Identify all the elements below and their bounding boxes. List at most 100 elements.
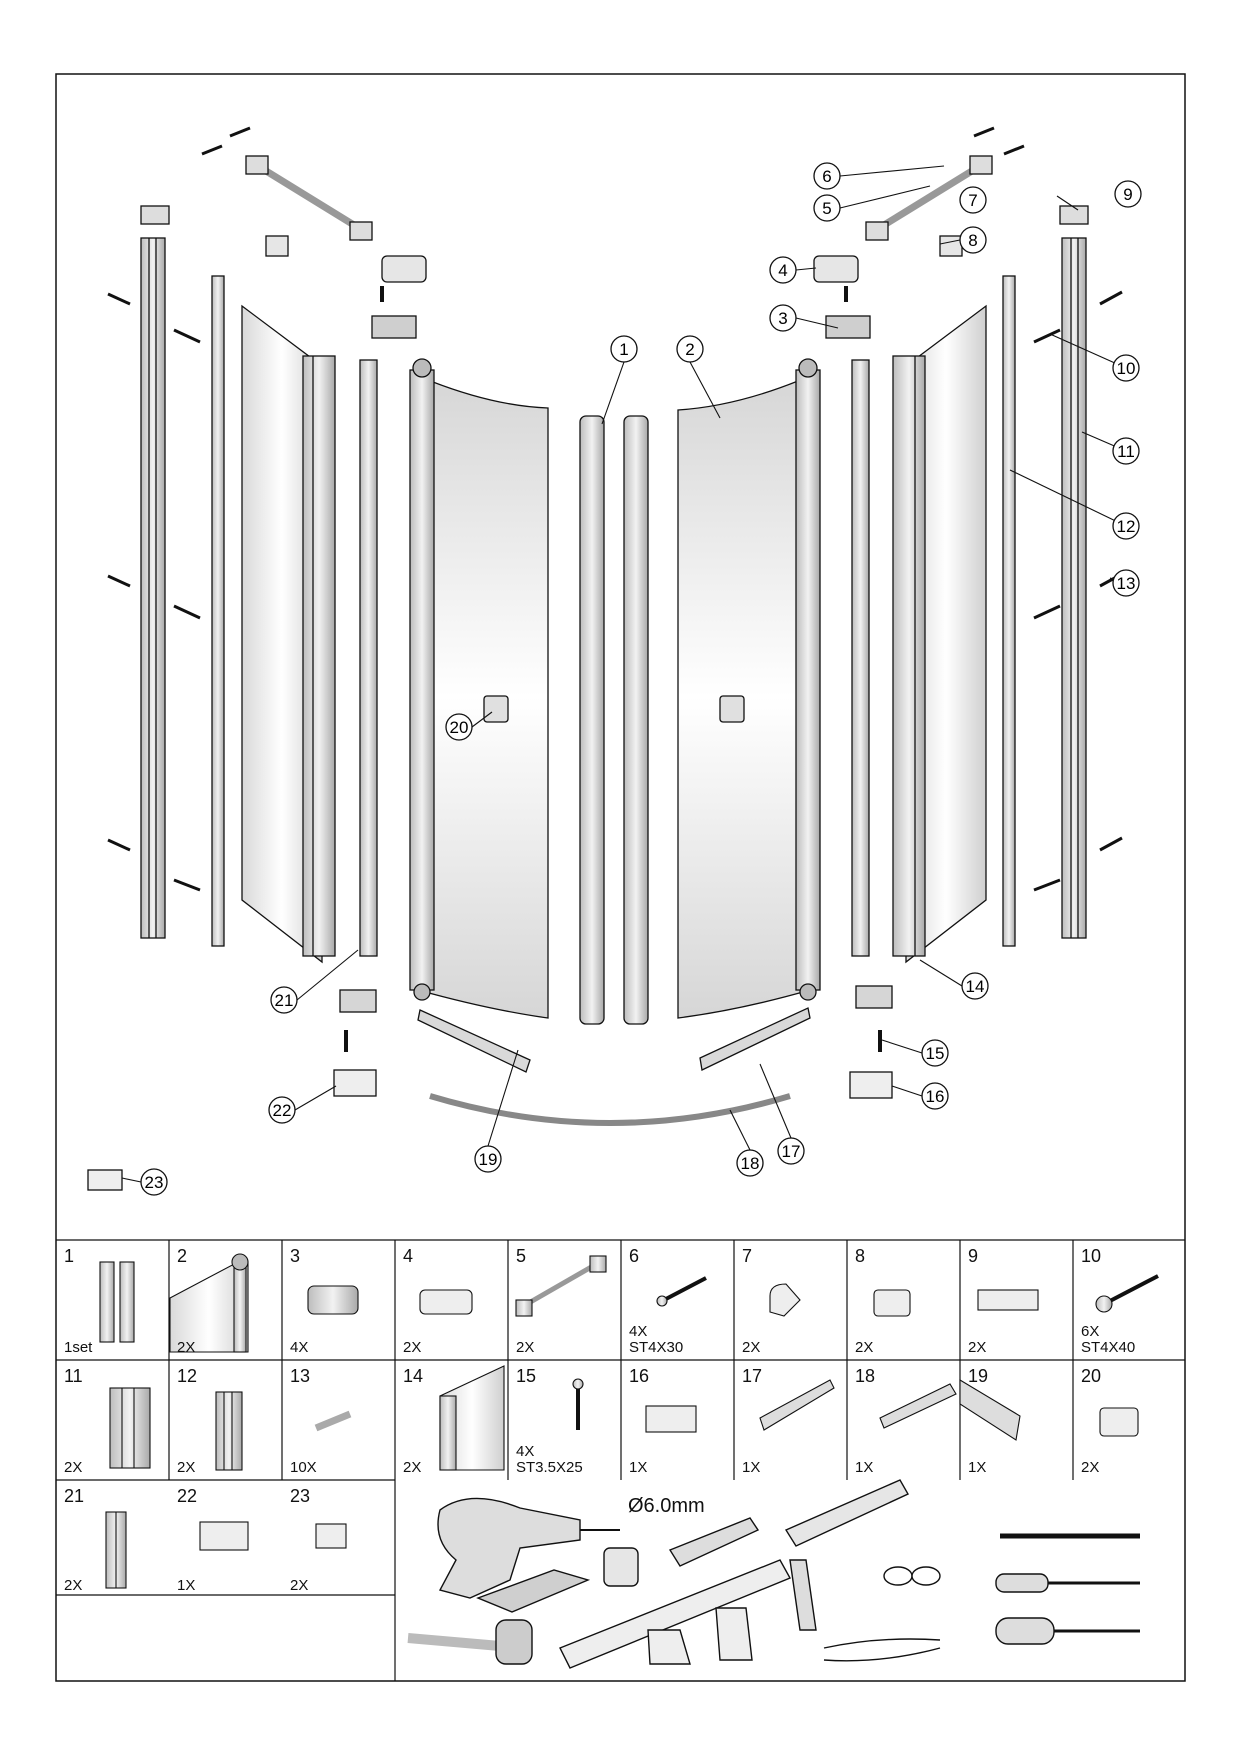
safety-boot-icon — [647, 1629, 691, 1665]
part-4-qty: 2X — [403, 1339, 421, 1356]
callout-6: 6 — [813, 162, 841, 190]
utility-knife-icon — [668, 1517, 760, 1567]
callout-15-label: 15 — [926, 1044, 945, 1063]
callout-9: 9 — [1114, 180, 1142, 208]
part-13-num: 13 — [290, 1366, 310, 1386]
gloves-icon — [715, 1607, 753, 1661]
callout-14-label: 14 — [966, 977, 985, 996]
callout-18: 18 — [736, 1149, 764, 1177]
part-19-qty: 1X — [968, 1459, 986, 1476]
top-bar-left — [245, 155, 373, 241]
spirit-level-icon — [559, 1559, 791, 1669]
part-2-num: 2 — [177, 1246, 187, 1266]
thumb-8 — [873, 1289, 911, 1317]
thumb-22 — [199, 1521, 249, 1551]
bottom-guide-right — [855, 985, 893, 1009]
thumb-19 — [959, 1379, 1021, 1441]
callout-21-label: 21 — [275, 991, 294, 1010]
part-10-spec: ST4X40 — [1081, 1339, 1135, 1356]
callout-11: 11 — [1112, 437, 1140, 465]
sandpaper-icon — [476, 1569, 591, 1613]
part-17-num: 17 — [742, 1366, 762, 1386]
part-16-qty: 1X — [629, 1459, 647, 1476]
part-8-qty: 2X — [855, 1339, 873, 1356]
center-seal-b — [623, 415, 649, 1025]
drill-icon — [437, 1497, 620, 1599]
part-23-qty: 2X — [290, 1577, 308, 1594]
callout-18-label: 18 — [741, 1154, 760, 1173]
thumb-23 — [315, 1523, 347, 1549]
part-12-qty: 2X — [177, 1459, 195, 1476]
thumb-2 — [169, 1253, 249, 1353]
callout-17: 17 — [777, 1137, 805, 1165]
part-23-num: 23 — [290, 1486, 310, 1506]
callout-2-label: 2 — [685, 340, 694, 359]
part-10-num: 10 — [1081, 1246, 1101, 1266]
thumb-4 — [419, 1289, 473, 1315]
callout-3-label: 3 — [778, 309, 787, 328]
part-6-spec: ST4X30 — [629, 1339, 683, 1356]
part-5-num: 5 — [516, 1246, 526, 1266]
fixed-panel-left — [241, 304, 336, 964]
callout-14: 14 — [961, 972, 989, 1000]
part-4-num: 4 — [403, 1246, 413, 1266]
callout-10: 10 — [1112, 354, 1140, 382]
part-14-qty: 2X — [403, 1459, 421, 1476]
seal-strip-left — [211, 275, 225, 947]
sweep-right — [699, 1007, 811, 1071]
part-13-qty: 10X — [290, 1459, 317, 1476]
thumb-3 — [307, 1285, 359, 1315]
part-2-qty: 2X — [177, 1339, 195, 1356]
callout-4-label: 4 — [778, 261, 787, 280]
part-thumbnails — [99, 1253, 1159, 1589]
thumb-16 — [645, 1405, 697, 1433]
callout-1: 1 — [610, 335, 638, 363]
part-1-num: 1 — [64, 1246, 74, 1266]
callout-22: 22 — [268, 1096, 296, 1124]
callout-11-label: 11 — [1117, 442, 1135, 461]
part-16-num: 16 — [629, 1366, 649, 1386]
part-6-num: 6 — [629, 1246, 639, 1266]
part-9-num: 9 — [968, 1246, 978, 1266]
part-20-num: 20 — [1081, 1366, 1101, 1386]
part-21-qty: 2X — [64, 1577, 82, 1594]
tools-panel: Ø6.0mm — [407, 1479, 1140, 1669]
bottom-bracket-left — [333, 1069, 377, 1097]
thumb-11 — [109, 1387, 151, 1469]
callout-5: 5 — [813, 194, 841, 222]
part-18-qty: 1X — [855, 1459, 873, 1476]
top-plugs — [201, 126, 1025, 156]
callout-13: 13 — [1112, 569, 1140, 597]
callout-21: 21 — [270, 986, 298, 1014]
callout-4: 4 — [769, 256, 797, 284]
part-17-qty: 1X — [742, 1459, 760, 1476]
curved-door-left — [409, 358, 549, 1019]
handle-right — [719, 695, 745, 723]
callout-12: 12 — [1112, 512, 1140, 540]
part-22-qty: 1X — [177, 1577, 195, 1594]
thumb-6 — [656, 1276, 707, 1307]
part-7-qty: 2X — [742, 1339, 760, 1356]
callout-9-label: 9 — [1123, 185, 1132, 204]
part-8-num: 8 — [855, 1246, 865, 1266]
handle-left — [483, 695, 509, 723]
silicone-gun-icon — [784, 1479, 909, 1631]
part-5-qty: 2X — [516, 1339, 534, 1356]
callout-8: 8 — [959, 226, 987, 254]
callout-17-label: 17 — [782, 1142, 801, 1161]
callout-15: 15 — [921, 1039, 949, 1067]
safety-glasses-icon — [883, 1566, 941, 1586]
top-bar-right — [865, 155, 993, 241]
part-21-num: 21 — [64, 1486, 84, 1506]
callout-19-label: 19 — [479, 1150, 498, 1169]
thumb-20 — [1099, 1407, 1139, 1437]
callout-1-label: 1 — [619, 340, 628, 359]
thumb-7 — [769, 1283, 801, 1317]
part-11-num: 11 — [64, 1366, 83, 1386]
part-3-num: 3 — [290, 1246, 300, 1266]
callout-12-label: 12 — [1117, 517, 1136, 536]
clip-part — [87, 1169, 123, 1191]
part-18-num: 18 — [855, 1366, 875, 1386]
seal-strip-right — [1002, 275, 1016, 947]
magnet-strip-left — [359, 359, 378, 957]
